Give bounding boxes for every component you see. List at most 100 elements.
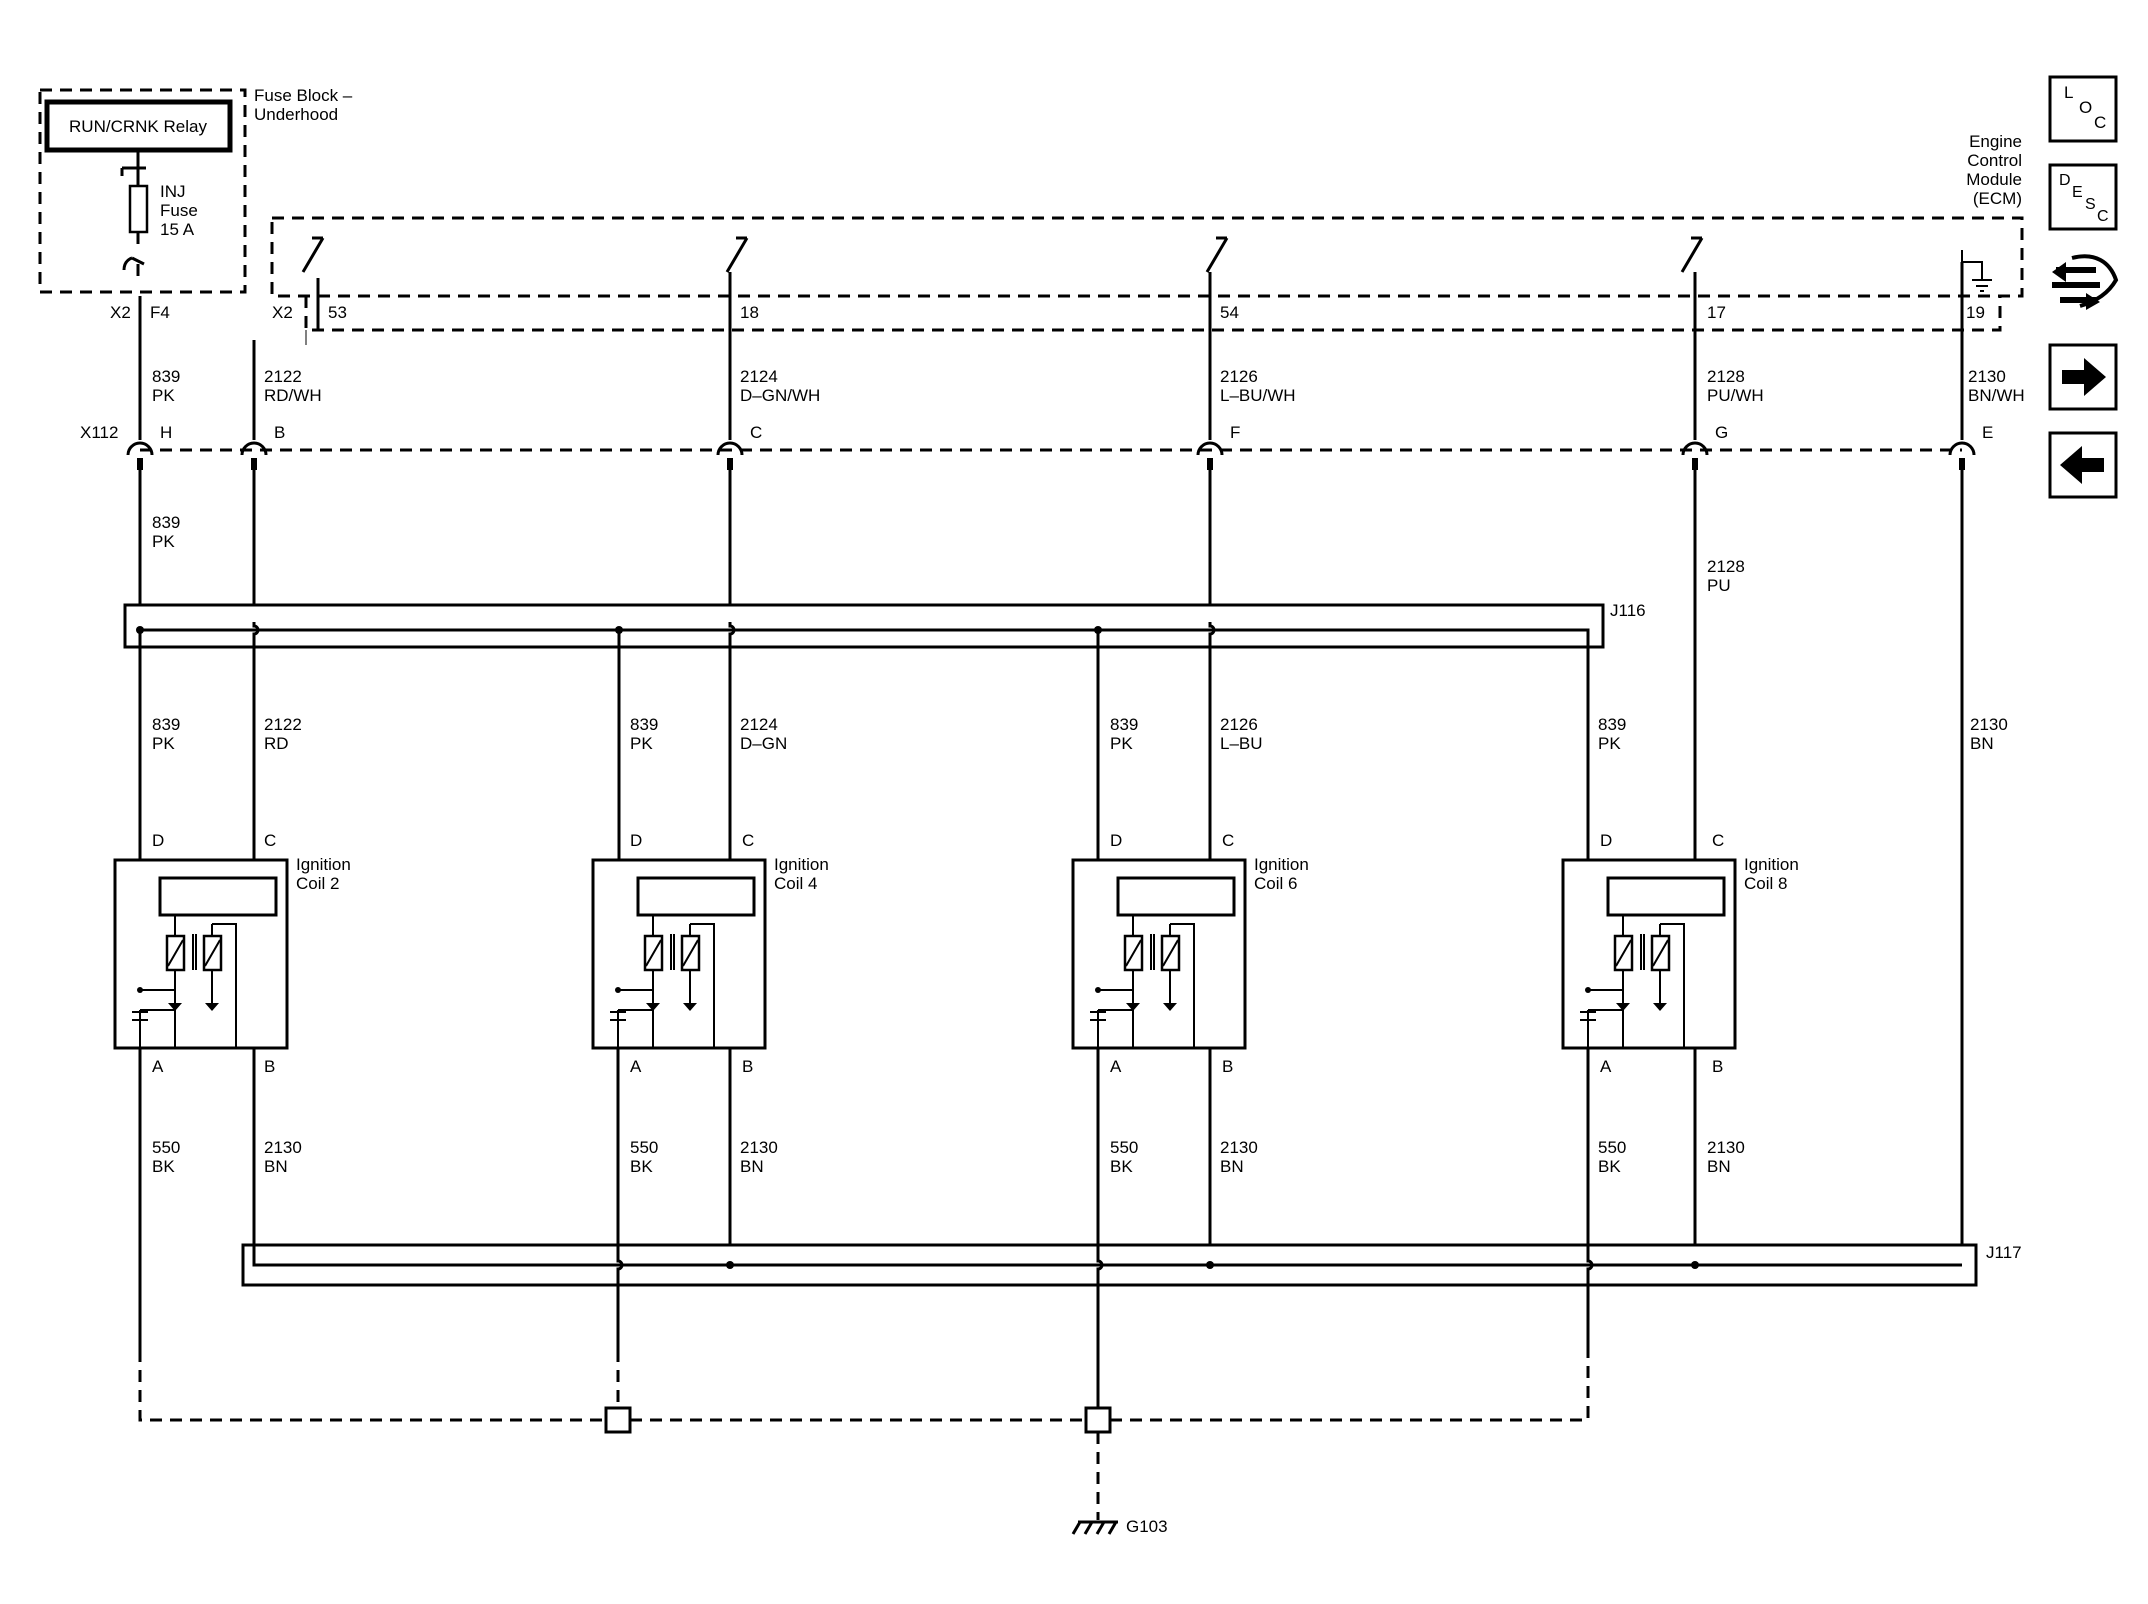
ground-connector-icon bbox=[1084, 1406, 1112, 1434]
wire-color: BN bbox=[1707, 1157, 1731, 1176]
loc-button[interactable]: L O C bbox=[2048, 75, 2118, 143]
wire-color: L–BU/WH bbox=[1220, 386, 1296, 405]
coil-name: Coil 8 bbox=[1744, 874, 1787, 893]
coil-pin: D bbox=[630, 831, 642, 850]
j117-splice: J117 bbox=[241, 1243, 2022, 1287]
fuse-label-3: 15 A bbox=[160, 220, 195, 239]
ground-network: G103 bbox=[138, 1285, 1590, 1536]
coil-pin: C bbox=[264, 831, 276, 850]
wire-circuit: 2126 bbox=[1220, 367, 1258, 386]
ecm-switch-icon bbox=[1205, 236, 1229, 273]
ground-connector-icon bbox=[604, 1406, 632, 1434]
coil-pin: A bbox=[1600, 1057, 1612, 1076]
x112-pin: E bbox=[1982, 423, 1993, 442]
coil-pin: A bbox=[630, 1057, 642, 1076]
x112-connector: X112 H B C F G E bbox=[80, 423, 1993, 470]
wire-circuit: 2130 bbox=[1220, 1138, 1258, 1157]
wire-color: PK bbox=[152, 386, 175, 405]
desc-button[interactable]: D E S C bbox=[2048, 163, 2118, 231]
x112-pin: H bbox=[160, 423, 172, 442]
x112-terminal-icon bbox=[716, 441, 744, 456]
desc-icon: D E S C bbox=[2059, 172, 2109, 225]
svg-text:D: D bbox=[2059, 172, 2071, 189]
wire-color: D–GN/WH bbox=[740, 386, 820, 405]
ignition-coil-8: D C A B Ignition Coil 8 bbox=[1561, 831, 1799, 1076]
next-button[interactable] bbox=[2048, 343, 2118, 411]
wire-circuit: 2124 bbox=[740, 715, 778, 734]
coil-pin: A bbox=[1110, 1057, 1122, 1076]
wire-circuit: 550 bbox=[1598, 1138, 1626, 1157]
ecm-pin: 17 bbox=[1707, 303, 1726, 322]
coil-name: Ignition bbox=[774, 855, 829, 874]
ignition-coil-4: D C A B Ignition Coil 4 bbox=[591, 831, 829, 1076]
wire-color: PK bbox=[152, 532, 175, 551]
wire-circuit: 2128 bbox=[1707, 557, 1745, 576]
next-arrow-icon bbox=[2062, 358, 2106, 396]
wire-color: BN bbox=[264, 1157, 288, 1176]
svg-text:S: S bbox=[2085, 196, 2096, 213]
ecm-connector: X2 bbox=[272, 303, 293, 322]
svg-text:E: E bbox=[2072, 184, 2083, 201]
wire-color: L–BU bbox=[1220, 734, 1263, 753]
fuse-pin: F4 bbox=[150, 303, 170, 322]
coil-name: Coil 4 bbox=[774, 874, 817, 893]
previous-button[interactable] bbox=[2048, 431, 2118, 499]
wire-circuit: 839 bbox=[152, 513, 180, 532]
x112-terminal-icon bbox=[240, 441, 268, 456]
wire-color: PK bbox=[1598, 734, 1621, 753]
wire-color: PK bbox=[1110, 734, 1133, 753]
coil-winding-icon bbox=[132, 915, 237, 1048]
x112-pin: C bbox=[750, 423, 762, 442]
ignition-coil-2: D C A B Ignition Coil 2 bbox=[113, 831, 351, 1076]
fuse-connector: X2 bbox=[110, 303, 131, 322]
coil-name: Ignition bbox=[296, 855, 351, 874]
connector-repair-icon bbox=[2052, 254, 2119, 310]
coil-pin: D bbox=[1110, 831, 1122, 850]
x112-label: X112 bbox=[80, 423, 118, 442]
wire-color: BK bbox=[1110, 1157, 1133, 1176]
wire-color: BN bbox=[740, 1157, 764, 1176]
j116-label: J116 bbox=[1610, 601, 1646, 620]
coil-pin: C bbox=[1712, 831, 1724, 850]
wire-color: D–GN bbox=[740, 734, 787, 753]
j117-label: J117 bbox=[1986, 1243, 2022, 1262]
ecm: Engine Control Module (ECM) X2 53 18 54 … bbox=[270, 132, 2024, 332]
svg-text:L: L bbox=[2064, 83, 2073, 102]
ground-label: G103 bbox=[1126, 1517, 1168, 1536]
wire-circuit: 2130 bbox=[740, 1138, 778, 1157]
wire-circuit: 839 bbox=[630, 715, 658, 734]
ignition-coil-6: D C A B Ignition Coil 6 bbox=[1071, 831, 1309, 1076]
coil-ground-labels: 550 BK 2130 BN 550 BK 2130 BN 550 BK 213… bbox=[152, 1138, 1745, 1176]
ecm-title-1: Engine bbox=[1969, 132, 2022, 151]
wire-color: BK bbox=[152, 1157, 175, 1176]
ecm-pin: 19 bbox=[1966, 303, 1985, 322]
coil-name: Coil 2 bbox=[296, 874, 339, 893]
wire-circuit: 550 bbox=[630, 1138, 658, 1157]
wire-color: RD/WH bbox=[264, 386, 322, 405]
ecm-pin: 54 bbox=[1220, 303, 1239, 322]
connector-repair-button[interactable] bbox=[2052, 254, 2119, 310]
svg-text:C: C bbox=[2094, 113, 2106, 132]
coil-pin: C bbox=[742, 831, 754, 850]
wire-color: PK bbox=[630, 734, 653, 753]
wire-circuit: 839 bbox=[152, 715, 180, 734]
ecm-title-2: Control bbox=[1967, 151, 2022, 170]
fuse-block: RUN/CRNK Relay Fuse Block – Underhood IN… bbox=[38, 86, 353, 322]
coil-winding-icon bbox=[610, 915, 715, 1048]
wire-circuit: 550 bbox=[1110, 1138, 1138, 1157]
coil-pin: D bbox=[152, 831, 164, 850]
previous-arrow-icon bbox=[2060, 446, 2104, 484]
wire-circuit: 2130 bbox=[264, 1138, 302, 1157]
x112-terminal-icon bbox=[1948, 441, 1976, 456]
wire-color: BN bbox=[1220, 1157, 1244, 1176]
loc-icon: L O C bbox=[2064, 83, 2106, 132]
feed-wires bbox=[138, 262, 1964, 440]
fuse-terminal-icon bbox=[122, 256, 145, 276]
fuse-block-title: Fuse Block – bbox=[254, 86, 353, 105]
ecm-title-3: Module bbox=[1966, 170, 2022, 189]
coil-name: Coil 6 bbox=[1254, 874, 1297, 893]
coil-feed-labels: 839 PK 2122 RD 839 PK 2124 D–GN 839 PK 2… bbox=[152, 715, 2008, 753]
coil-feed-wires bbox=[138, 630, 1697, 860]
wire-circuit: 839 bbox=[1110, 715, 1138, 734]
